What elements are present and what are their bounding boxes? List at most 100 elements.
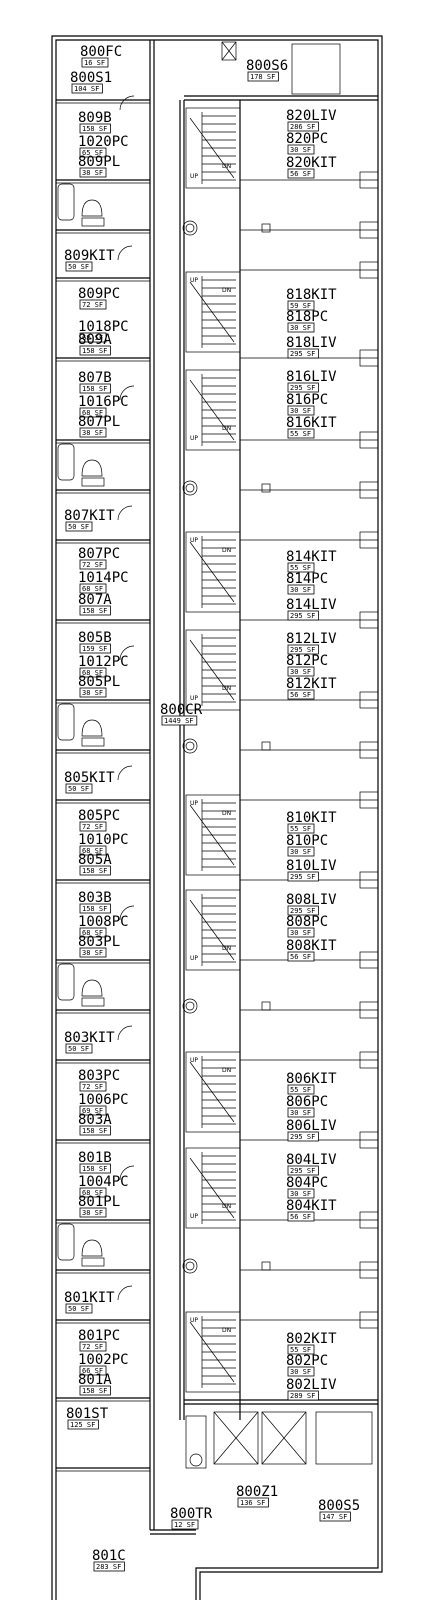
room-name: 818PC [286,309,328,325]
room-name: 802LIV [286,1377,337,1393]
room-divisions [56,99,379,1472]
area-box [79,865,111,876]
area-value: 38 SF [82,949,103,957]
area-value: 50 SF [68,1305,89,1313]
area-value: 55 SF [290,564,311,572]
area-box [79,927,107,938]
area-value: 295 SF [290,384,315,392]
area-box [79,1207,107,1218]
room-name: 1008PC [78,914,129,930]
area-value: 1449 SF [164,717,194,725]
room-name: 810KIT [286,810,337,826]
area-box [79,845,107,856]
area-value: 68 SF [82,669,103,677]
room-name: 807B [78,370,112,386]
room-name: 803B [78,890,112,906]
stair-up-mark: UP [190,955,198,962]
area-value: 158 SF [82,347,107,355]
area-box [79,167,107,178]
column-marker [182,1258,271,1274]
area-box [93,1561,125,1572]
area-value: 50 SF [68,263,89,271]
area-box [287,871,319,882]
door-swing [117,505,133,521]
area-box [287,1390,319,1401]
area-box [79,1163,111,1174]
room-name: 809PC [78,286,120,302]
area-box [79,947,107,958]
stair-down-mark: DN [222,1203,231,1210]
area-box [287,846,315,857]
area-value: 50 SF [68,785,89,793]
room-name: 807A [78,592,112,608]
area-value: 55 SF [290,1346,311,1354]
area-box [319,1511,351,1522]
area-value: 159 SF [82,645,107,653]
area-value: 72 SF [82,823,103,831]
room-name: 1014PC [78,570,129,586]
stair-up-mark: UP [190,537,198,544]
area-box [79,407,107,418]
area-value: 55 SF [290,825,311,833]
area-box [79,821,107,832]
bathroom-fixtures [57,1223,105,1267]
room-name: 814PC [286,571,328,587]
room-name: 816LIV [286,369,337,385]
room-name: 1018PC [78,319,129,335]
area-value: 104 SF [74,85,99,93]
area-value: 30 SF [290,407,311,415]
door-swing [119,385,135,401]
stair-down-mark: DN [222,163,231,170]
room-name: 812PC [286,653,328,669]
area-box [79,123,111,134]
area-value: 136 SF [240,1499,265,1507]
area-value: 56 SF [290,953,311,961]
area-box [65,261,93,272]
area-value: 72 SF [82,1343,103,1351]
room-name: 800CR [160,702,203,718]
area-box [171,1519,199,1530]
column-marker [182,998,271,1014]
area-value: 30 SF [290,929,311,937]
area-box [287,1344,315,1355]
room-name: 809A [78,332,112,348]
area-value: 68 SF [82,334,103,342]
room-name: 806PC [286,1094,328,1110]
area-value: 59 SF [290,302,311,310]
area-value: 295 SF [290,646,315,654]
room-name: 804LIV [286,1152,337,1168]
room-name: 818LIV [286,335,337,351]
area-box [287,144,315,155]
bathroom-fixtures [57,703,105,747]
area-value: 68 SF [82,585,103,593]
area-value: 69 SF [82,1107,103,1115]
room-name: 806KIT [286,1071,337,1087]
area-box [65,1043,93,1054]
stair-up-mark: UP [190,435,198,442]
area-box [287,927,315,938]
area-value: 158 SF [82,125,107,133]
area-value: 30 SF [290,146,311,154]
